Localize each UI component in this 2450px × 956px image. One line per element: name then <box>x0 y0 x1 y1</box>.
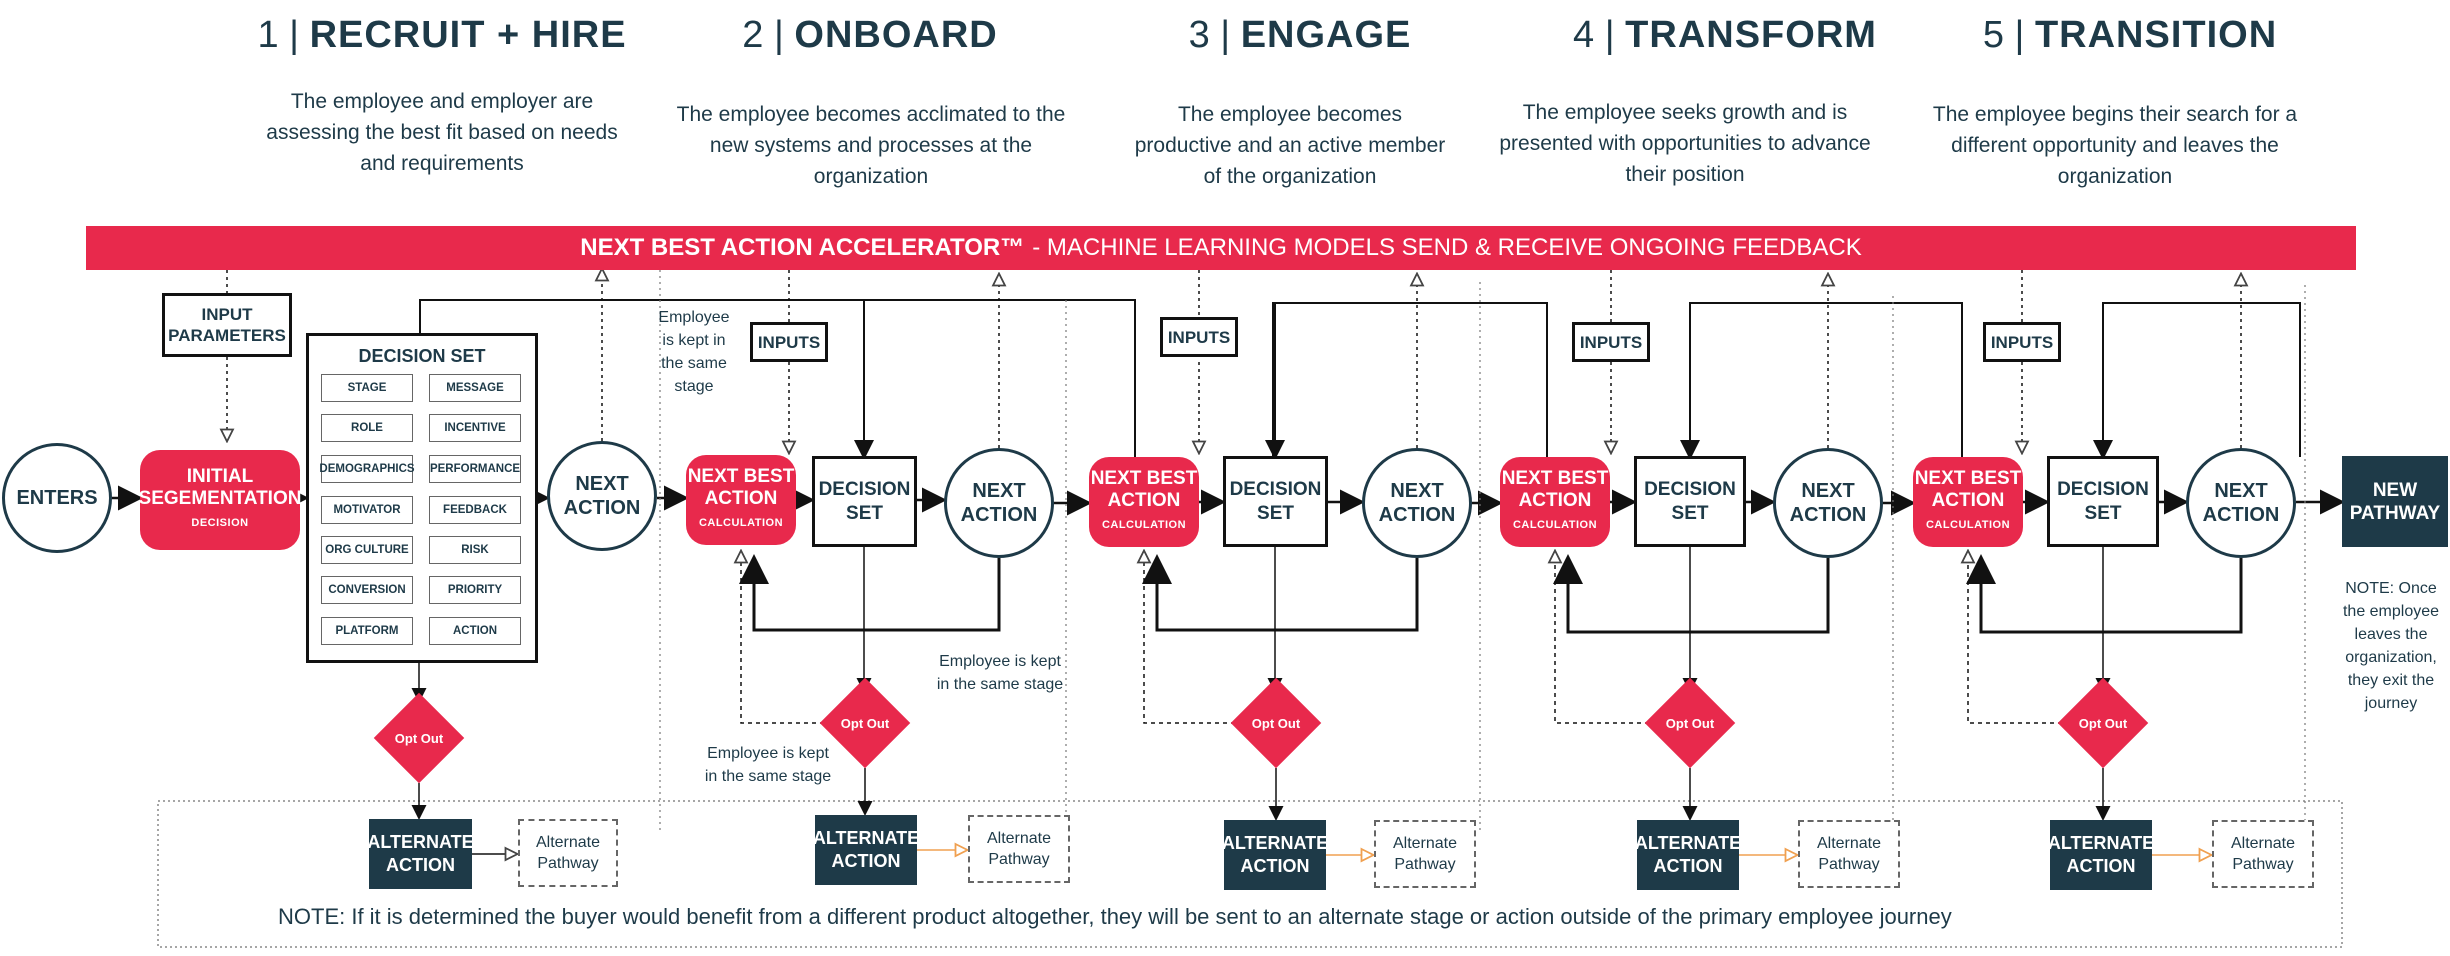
stage-desc-3: The employee becomes productive and an a… <box>1134 103 1446 188</box>
opt-return-49 <box>1144 552 1251 724</box>
chip-incentive[interactable]: INCENTIVE <box>429 414 521 442</box>
opt-out-label: Opt Out <box>2078 715 2128 731</box>
alternate-zone-border <box>157 800 2343 948</box>
return-loop-37 <box>1966 554 2243 634</box>
chip-platform[interactable]: PLATFORM <box>321 617 413 645</box>
chip-demographics[interactable]: DEMOGRAPHICS <box>319 455 415 483</box>
decision-set-node-2[interactable]: DECISION SET <box>812 456 917 547</box>
alternate-pathway-1[interactable]: Alternate Pathway <box>518 819 618 887</box>
chip-stage[interactable]: STAGE <box>321 374 413 402</box>
enters-node[interactable]: ENTERS <box>2 443 112 553</box>
next-action-node-3[interactable]: NEXT ACTION <box>1362 448 1472 558</box>
decision-set-title: DECISION SET <box>358 346 486 366</box>
chip-message[interactable]: MESSAGE <box>429 374 521 402</box>
return-loop-32 <box>1553 554 1830 634</box>
opt-out-diamond-3[interactable]: Opt Out <box>1230 677 1322 769</box>
return-loop-27 <box>1142 554 1419 632</box>
initial-segmentation-node[interactable]: INITIAL SEGEMENTATION DECISION <box>139 450 301 550</box>
stage-title-3: 3 | ENGAGE <box>1188 14 1412 56</box>
alternate-action-4[interactable]: ALTERNATE ACTION <box>1635 820 1741 890</box>
opt-out-diamond-5[interactable]: Opt Out <box>2057 677 2149 769</box>
stage-desc-4: The employee seeks growth and is present… <box>1499 101 1871 186</box>
opt-return-50 <box>1555 552 1665 724</box>
inputs-box-3[interactable]: INPUTS <box>1160 317 1238 357</box>
chip-role[interactable]: ROLE <box>321 414 413 442</box>
alternate-pathway-5[interactable]: Alternate Pathway <box>2212 820 2314 888</box>
stage-desc-2: The employee becomes acclimated to the n… <box>676 103 1066 188</box>
nba-accelerator-banner: NEXT BEST ACTION ACCELERATOR™- MACHINE L… <box>86 226 2356 270</box>
inputs-box-2[interactable]: INPUTS <box>750 322 828 362</box>
decision-set-panel: DECISION SET STAGE MESSAGE ROLE INCENTIV… <box>306 333 538 663</box>
decision-set-node-4[interactable]: DECISION SET <box>1634 456 1746 547</box>
opt-out-label: Opt Out <box>840 715 890 731</box>
opt-out-label: Opt Out <box>1251 715 1301 731</box>
opt-out-diamond-2[interactable]: Opt Out <box>819 677 911 769</box>
stage-title-2: 2 | ONBOARD <box>742 14 998 56</box>
alternate-action-5[interactable]: ALTERNATE ACTION <box>2048 820 2154 890</box>
opt-out-label: Opt Out <box>394 730 444 746</box>
input-parameters-box[interactable]: INPUT PARAMETERS <box>162 293 292 357</box>
opt-return-48 <box>741 552 840 724</box>
stage-title-5: 5 | TRANSITION <box>1982 14 2278 56</box>
decision-set-node-5[interactable]: DECISION SET <box>2047 456 2159 547</box>
chip-risk[interactable]: RISK <box>429 536 521 564</box>
next-action-node-2[interactable]: NEXT ACTION <box>944 448 1054 558</box>
inputs-box-5[interactable]: INPUTS <box>1983 322 2061 362</box>
alternate-action-2[interactable]: ALTERNATE ACTION <box>813 815 919 885</box>
alternate-pathway-2[interactable]: Alternate Pathway <box>968 815 1070 883</box>
decision-set-node-3[interactable]: DECISION SET <box>1223 456 1328 547</box>
return-loop-22 <box>739 554 1001 632</box>
opt-out-diamond-1[interactable]: Opt Out <box>373 692 465 784</box>
next-action-node-5[interactable]: NEXT ACTION <box>2186 448 2296 558</box>
note-kept-in-stage-below: Employee is kept in the same stage <box>704 745 832 785</box>
stage-title-4: 4 | TRANSFORM <box>1573 14 1877 56</box>
note-alternate-product: NOTE: If it is determined the buyer woul… <box>278 904 1952 929</box>
note-kept-in-stage-vertical: Employee is kept in the same stage <box>658 309 730 395</box>
next-action-node-4[interactable]: NEXT ACTION <box>1773 448 1883 558</box>
stage-desc-5: The employee begins their search for a d… <box>1932 103 2298 188</box>
alternate-action-3[interactable]: ALTERNATE ACTION <box>1222 820 1328 890</box>
note-kept-in-stage-right: Employee is kept in the same stage <box>936 653 1064 693</box>
alternate-action-1[interactable]: ALTERNATE ACTION <box>367 819 474 889</box>
note-exit-journey: NOTE: Once the employee leaves the organ… <box>2342 580 2440 712</box>
inputs-box-4[interactable]: INPUTS <box>1572 322 1650 362</box>
alternate-pathway-3[interactable]: Alternate Pathway <box>1374 820 1476 888</box>
loop-top-42 <box>1272 302 1548 457</box>
chip-motivator[interactable]: MOTIVATOR <box>321 496 413 524</box>
next-action-node-1[interactable]: NEXT ACTION <box>547 441 657 551</box>
stage-title-1: 1 | RECRUIT + HIRE <box>257 14 627 56</box>
chip-action[interactable]: ACTION <box>429 617 521 645</box>
chip-priority[interactable]: PRIORITY <box>429 576 521 604</box>
chip-conversion[interactable]: CONVERSION <box>321 576 413 604</box>
chip-performance[interactable]: PERFORMANCE <box>429 455 521 483</box>
loop-top-44 <box>1689 302 1963 457</box>
new-pathway-node[interactable]: NEW PATHWAY <box>2342 456 2448 547</box>
opt-out-label: Opt Out <box>1665 715 1715 731</box>
chip-feedback[interactable]: FEEDBACK <box>429 496 521 524</box>
chip-org-culture[interactable]: ORG CULTURE <box>321 536 413 564</box>
opt-return-51 <box>1968 552 2078 724</box>
loop-top-46 <box>2102 302 2301 457</box>
stage-desc-1: The employee and employer are assessing … <box>266 90 618 175</box>
opt-out-diamond-4[interactable]: Opt Out <box>1644 677 1736 769</box>
alternate-pathway-4[interactable]: Alternate Pathway <box>1798 820 1900 888</box>
